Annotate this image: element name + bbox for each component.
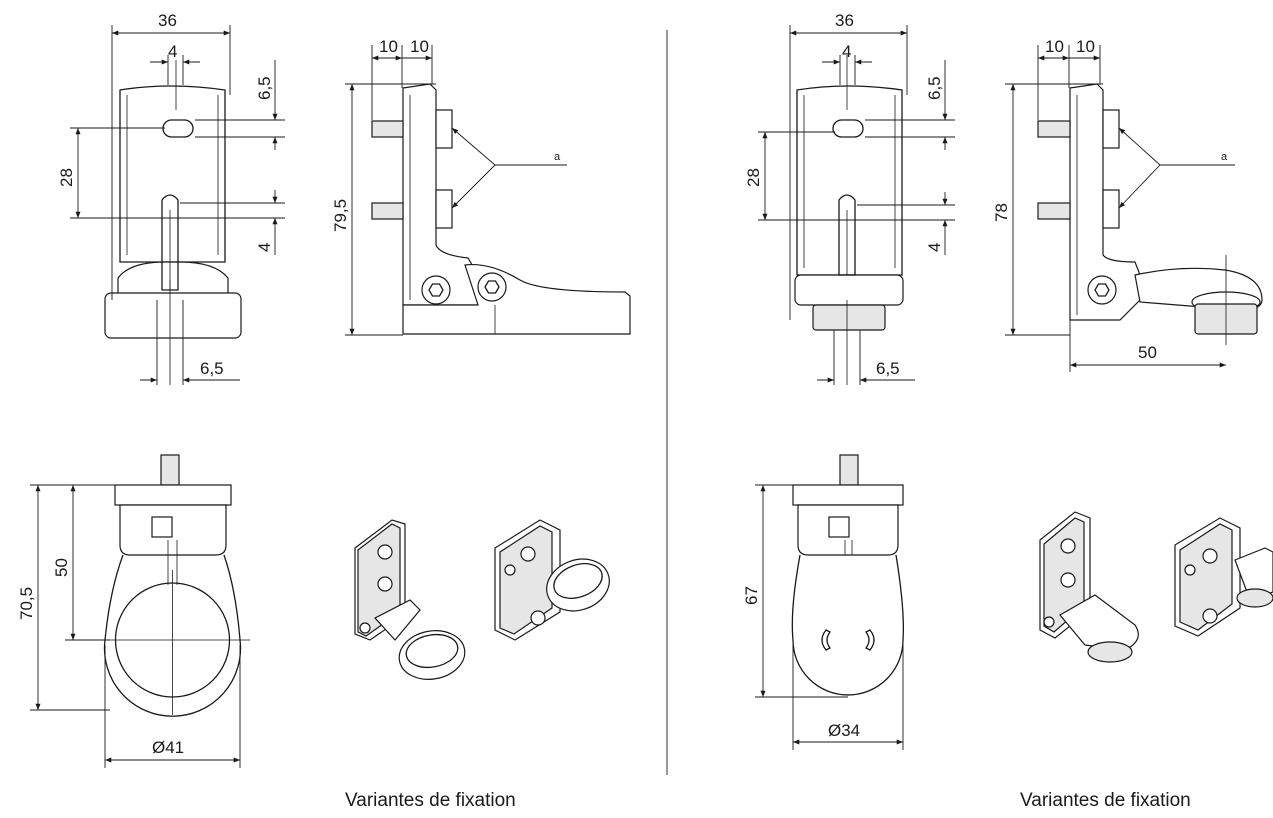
left-total-height-label: 70,5 [17,587,36,620]
right-slot-top-label: 6,5 [925,76,944,100]
right-slot-bottom-label: 4 [925,243,944,252]
right-bottom-view [791,454,905,696]
left-offset-label: 6,5 [200,359,224,378]
left-front-dimensions: 36 4 6,5 28 4 6,5 [57,11,285,385]
left-pitch-b-label: 10 [410,37,429,56]
left-iso-view-1 [354,519,466,680]
left-height-label: 79,5 [331,199,350,232]
right-callout-label: a [1221,151,1228,163]
left-iso-view-2 [494,519,610,641]
right-front-dimensions: 36 4 6,5 28 4 6,5 [744,11,955,385]
right-spacing-label: 28 [744,168,763,187]
left-side-view [371,83,631,335]
left-front-view [104,60,242,385]
left-spacing-label: 28 [57,168,76,187]
right-bottom-dimensions: 67 Ø34 [742,484,904,750]
right-side-dimensions: 10 10 78 50 a [992,37,1235,372]
right-height-label-bottom: 67 [742,586,761,605]
right-diameter-label: Ø34 [828,721,860,740]
left-height-label-bottom: 50 [52,558,71,577]
left-callout-label: a [554,151,561,163]
left-slot-top-label: 6,5 [255,76,274,100]
right-iso-view-2 [1174,517,1273,637]
right-width-label: 36 [835,11,854,30]
left-width-label: 36 [158,11,177,30]
left-bottom-view [95,454,250,717]
right-slot-width-label: 4 [842,42,851,61]
right-caption: Variantes de fixation [1020,790,1191,811]
right-side-view [1037,83,1263,345]
right-pitch-b-label: 10 [1076,37,1095,56]
right-iso-view-1 [1039,511,1139,663]
left-pitch-a-label: 10 [379,37,398,56]
right-height-label: 78 [992,203,1011,222]
left-diameter-label: Ø41 [152,738,184,757]
left-slot-width-label: 4 [168,42,177,61]
left-side-dimensions: 10 10 79,5 a [331,37,567,336]
right-pitch-a-label: 10 [1045,37,1064,56]
right-offset-label: 6,5 [876,359,900,378]
right-length-label: 50 [1138,343,1157,362]
left-caption: Variantes de fixation [345,790,516,811]
left-bottom-dimensions: 70,5 50 Ø41 [17,484,241,768]
left-slot-bottom-label: 4 [255,243,274,252]
right-front-view [794,55,904,385]
